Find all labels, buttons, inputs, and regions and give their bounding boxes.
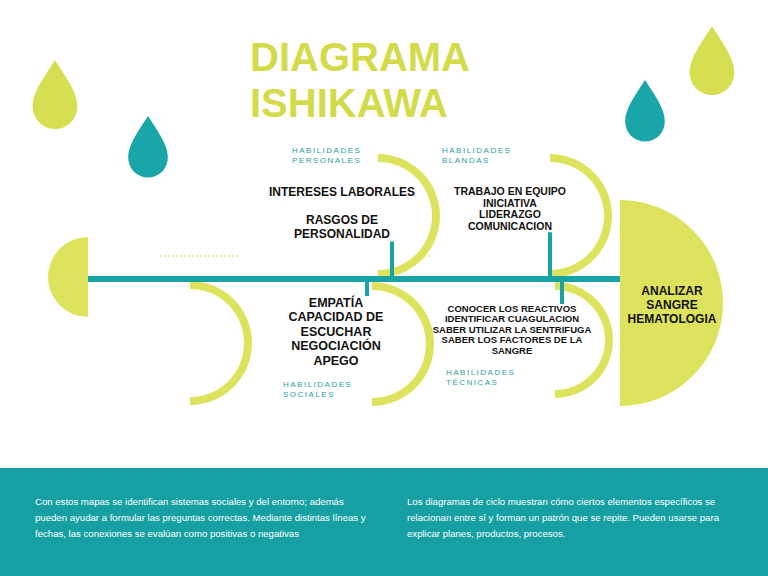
bone-connector — [367, 279, 618, 296]
cause-text: EMPATÍA — [275, 296, 397, 310]
cause-text: RASGOS DE PERSONALIDAD — [262, 214, 422, 242]
bone-connector — [562, 279, 618, 304]
cause-text: INTERESES LABORALES — [262, 186, 422, 200]
cause-text: CAPACIDAD DE ESCUCHAR — [275, 310, 397, 339]
cause-text: APEGO — [275, 354, 397, 368]
cause-text: SABER LOS FACTORES DE LA SANGRE — [432, 335, 592, 356]
category-heading: HABILIDADES SOCIALES — [283, 380, 371, 400]
bone-connector — [392, 241, 618, 279]
cause-text: SABER UTILIZAR LA SENTRIFUGA — [432, 325, 592, 335]
diagram-title: DIAGRAMA ISHIKAWA — [250, 34, 500, 126]
category-heading: HABILIDADES BLANDAS — [442, 146, 530, 166]
cause-text: NEGOCIACIÓN — [275, 339, 397, 353]
cause-text: CONOCER LOS REACTIVOS — [432, 304, 592, 314]
cause-text: LIDERAZGO — [440, 209, 580, 221]
footer-band — [0, 468, 768, 576]
tail-half-disk — [48, 237, 88, 317]
dotted-line — [160, 255, 430, 257]
footer-note: Los diagramas de ciclo muestran cómo cie… — [407, 494, 732, 542]
footer-note: Con estos mapas se identifican sistemas … — [35, 494, 370, 542]
category-heading: HABILIDADES PERSONALES — [292, 146, 380, 166]
cause-text: COMUNICACION — [440, 221, 580, 233]
cause-bone: HABILIDADES SOCIALES EMPATÍACAPACIDAD DE … — [275, 296, 397, 400]
cause-text: TRABAJO EN EQUIPO — [440, 186, 580, 198]
cause-bone: HABILIDADES PERSONALES INTERESES LABORALE… — [262, 146, 422, 241]
bone-connector — [550, 232, 618, 279]
cause-text: IDENTIFICAR CUAGULACION — [432, 314, 592, 324]
cause-bone: HABILIDADES BLANDAS TRABAJO EN EQUIPOINIC… — [440, 146, 580, 232]
cause-text: INICIATIVA — [440, 198, 580, 210]
category-heading: HABILIDADES TÉCNICAS — [446, 368, 534, 388]
cause-text: ANALIZAR SANGRE HEMATOLOGIA — [618, 285, 726, 326]
effect-head: ANALIZAR SANGRE HEMATOLOGIA — [618, 285, 726, 326]
cause-bone: HABILIDADES TÉCNICAS CONOCER LOS REACTIVO… — [432, 304, 592, 388]
